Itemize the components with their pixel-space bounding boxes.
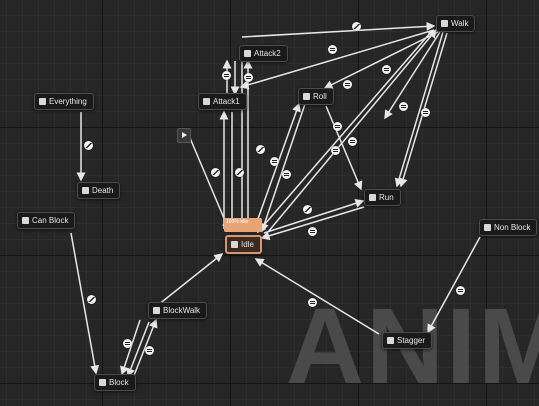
state-node-stagger[interactable]: Stagger <box>382 332 433 349</box>
state-label: BlockWalk <box>163 306 201 315</box>
transition-wire <box>323 31 439 89</box>
state-label: Roll <box>313 92 327 101</box>
transition-rule-icon[interactable] <box>235 168 244 177</box>
state-node-blockwalk[interactable]: BlockWalk <box>148 302 208 319</box>
conduit-icon <box>484 224 491 231</box>
transition-wire <box>263 199 365 234</box>
transition-wire <box>157 253 224 306</box>
progress-label: 100% <box>226 219 239 225</box>
transition-rule-icon[interactable] <box>123 339 132 348</box>
state-icon <box>387 337 394 344</box>
transition-wire <box>241 21 436 38</box>
state-label: Can Block <box>32 216 69 225</box>
transition-rule-icon[interactable] <box>456 286 465 295</box>
transition-rule-icon[interactable] <box>87 295 96 304</box>
progress-detail: Idle <box>240 219 249 225</box>
transition-wire <box>394 31 444 188</box>
transition-rule-icon[interactable] <box>211 168 220 177</box>
transition-rule-icon[interactable] <box>328 45 337 54</box>
transition-rule-icon[interactable] <box>84 141 93 150</box>
transition-wire <box>239 29 435 90</box>
state-node-roll[interactable]: Roll <box>298 88 334 105</box>
transition-rule-icon[interactable] <box>145 346 154 355</box>
transition-wire <box>120 319 141 376</box>
transition-rule-icon[interactable] <box>222 71 231 80</box>
transition-rule-icon[interactable] <box>308 227 317 236</box>
transition-wire <box>260 206 365 241</box>
state-icon <box>231 241 238 248</box>
transition-wire <box>384 31 441 120</box>
state-node-idle[interactable]: Idle <box>225 235 262 254</box>
state-label: Idle <box>241 240 254 249</box>
state-label: Run <box>379 193 394 202</box>
transition-rule-icon[interactable] <box>282 170 291 179</box>
state-icon <box>203 98 210 105</box>
transition-rule-icon[interactable] <box>333 122 342 131</box>
conduit-node-can-block[interactable]: Can Block <box>17 212 76 229</box>
state-label: Death <box>92 186 114 195</box>
transition-wire <box>132 318 158 379</box>
entry-node-play-icon[interactable] <box>177 128 191 143</box>
conduit-node-non-block[interactable]: Non Block <box>479 219 538 236</box>
transition-rule-icon[interactable] <box>303 205 312 214</box>
transition-rule-icon[interactable] <box>270 157 279 166</box>
state-icon <box>244 50 251 57</box>
state-node-attack1[interactable]: Attack1 <box>198 93 247 110</box>
transition-rule-icon[interactable] <box>331 146 340 155</box>
state-label: Stagger <box>397 336 426 345</box>
transition-rule-icon[interactable] <box>399 102 408 111</box>
state-icon <box>369 194 376 201</box>
transition-rule-icon[interactable] <box>382 65 391 74</box>
transition-rule-icon[interactable] <box>352 22 361 31</box>
transition-wire <box>260 103 306 233</box>
conduit-icon <box>22 217 29 224</box>
active-state-progress: 100% Idle <box>224 218 262 232</box>
state-icon <box>441 20 448 27</box>
transition-rule-icon[interactable] <box>308 298 317 307</box>
transition-wire <box>70 232 100 375</box>
transition-wire <box>325 105 363 191</box>
state-label: Attack1 <box>213 97 240 106</box>
transition-rule-icon[interactable] <box>348 137 357 146</box>
state-icon <box>99 379 106 386</box>
conduit-node-everything[interactable]: Everything <box>34 93 94 110</box>
transition-wire <box>253 102 301 231</box>
transition-rule-icon[interactable] <box>421 108 430 117</box>
transition-rule-icon[interactable] <box>244 73 253 82</box>
transition-wire <box>254 258 380 335</box>
state-label: Non Block <box>494 223 531 232</box>
transition-rule-icon[interactable] <box>343 80 352 89</box>
state-node-block[interactable]: Block <box>94 374 136 391</box>
state-node-death[interactable]: Death <box>77 182 121 199</box>
transition-wire <box>257 31 432 234</box>
transition-wire <box>267 28 437 233</box>
state-icon <box>303 93 310 100</box>
transition-wire <box>126 321 150 378</box>
conduit-icon <box>39 98 46 105</box>
state-label: Walk <box>451 19 469 28</box>
state-label: Block <box>109 378 129 387</box>
state-label: Attack2 <box>254 49 281 58</box>
state-icon <box>82 187 89 194</box>
state-node-attack2[interactable]: Attack2 <box>239 45 288 62</box>
state-icon <box>153 307 160 314</box>
transition-wire <box>189 137 231 232</box>
state-node-walk[interactable]: Walk <box>436 15 476 32</box>
transition-wire <box>427 236 481 334</box>
state-label: Everything <box>49 97 87 106</box>
transition-rule-icon[interactable] <box>256 145 265 154</box>
state-node-run[interactable]: Run <box>364 189 401 206</box>
